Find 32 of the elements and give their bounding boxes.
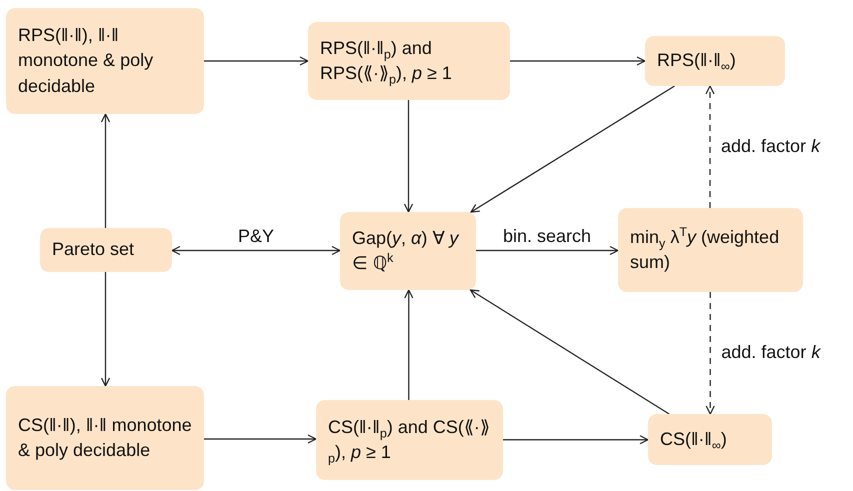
process-box — [308, 22, 510, 100]
arrow — [470, 289, 670, 414]
arrow — [404, 289, 414, 400]
node-text: min$_{y}$ λ$^{T}$y (weighted sum) — [630, 224, 780, 274]
node-text: CS(‖·‖$_{∞}$) — [660, 428, 728, 452]
process-box — [316, 400, 503, 480]
arrow — [100, 272, 110, 387]
process-box — [40, 228, 172, 272]
node-text: Pareto set — [52, 238, 136, 262]
node-text: CS(‖·‖$_{p}$) and CS(⟪·⟫$_{p}$), p ≥ 1 — [328, 416, 491, 466]
dashed-arrow — [705, 85, 715, 208]
process-box — [6, 386, 204, 490]
process-box — [645, 36, 785, 86]
arrow — [510, 56, 646, 66]
arrow — [171, 246, 341, 256]
arrow — [476, 246, 619, 256]
process-box — [648, 414, 772, 465]
node-text: RPS(‖·‖$_{p}$) and RPS(⟪·⟫$_{p}$), p ≥ 1 — [320, 36, 453, 86]
arrow — [470, 85, 675, 213]
node-text: Gap(y, α) ∀ y ∈ ℚ$^{k}$ — [352, 226, 460, 275]
process-box — [618, 208, 803, 292]
node-text: RPS(‖·‖), ‖·‖ monotone & poly decidable — [18, 24, 154, 98]
process-box — [340, 212, 476, 290]
node-text: RPS(‖·‖$_{∞}$) — [657, 49, 737, 74]
arrow — [100, 113, 110, 228]
arrow — [503, 435, 649, 444]
node-text: CS(‖·‖), ‖·‖ monotone & poly decidable — [18, 414, 192, 462]
arrow — [204, 56, 309, 66]
arrow — [404, 100, 414, 213]
process-box — [6, 8, 204, 114]
arrow — [204, 434, 317, 444]
dashed-arrow — [706, 292, 715, 415]
